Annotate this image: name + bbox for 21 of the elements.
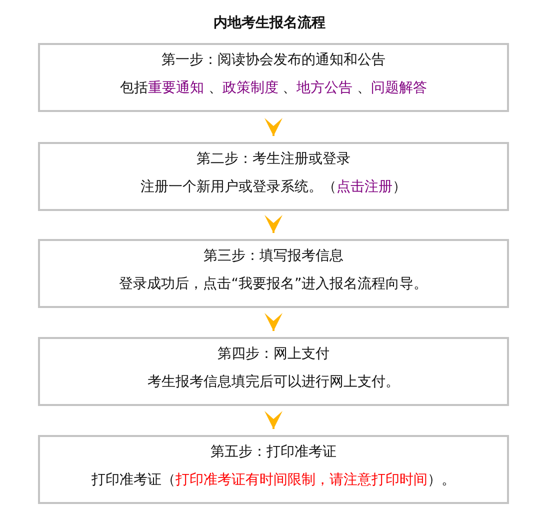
link: 点击注册 bbox=[336, 179, 392, 195]
step-title: 第五步：打印准考证 bbox=[210, 443, 336, 461]
process-box bbox=[38, 142, 509, 211]
link: 重要通知 bbox=[148, 80, 204, 96]
link: 问题解答 bbox=[371, 80, 428, 96]
step-title: 第三步：填写报考信息 bbox=[204, 247, 344, 265]
diagram-title: 内地考生报名流程 bbox=[214, 14, 326, 32]
step-description: 考生报考信息填完后可以进行网上支付。 bbox=[148, 373, 400, 391]
step-title: 第四步：网上支付 bbox=[218, 345, 330, 363]
process-box bbox=[38, 239, 509, 308]
link: 地方公告 bbox=[296, 80, 353, 96]
step-description: 注册一个新用户或登录系统。（点击注册） bbox=[140, 178, 406, 196]
step-description: 包括重要通知 、政策制度 、地方公告 、问题解答 bbox=[120, 79, 428, 97]
process-box bbox=[38, 43, 509, 112]
process-box bbox=[38, 337, 509, 406]
step-title: 第二步：考生注册或登录 bbox=[196, 150, 350, 168]
step-description: 登录成功后，点击“我要报名”进入报名流程向导。 bbox=[119, 275, 428, 293]
process-box bbox=[38, 435, 509, 504]
step-description: 打印准考证（打印准考证有时间限制，请注意打印时间）。 bbox=[92, 471, 456, 489]
step-title: 第一步：阅读协会发布的通知和公告 bbox=[162, 51, 386, 69]
link: 政策制度 bbox=[222, 80, 278, 96]
